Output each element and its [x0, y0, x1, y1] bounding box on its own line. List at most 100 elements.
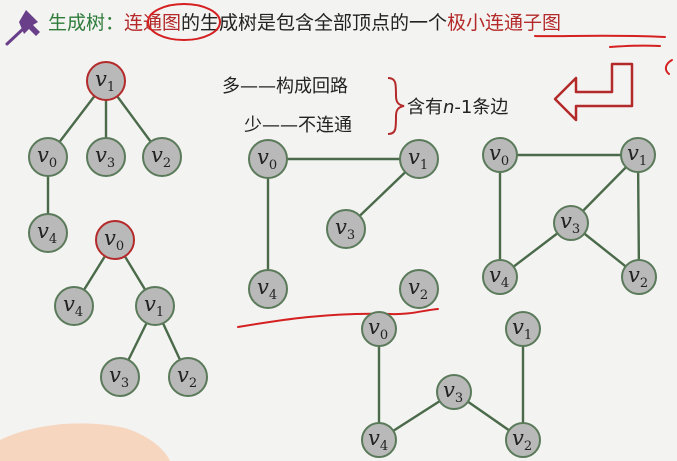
g2-vertex-v4: v4	[54, 286, 94, 326]
vertex-label: v0	[104, 226, 124, 254]
vertex-subscript: 2	[420, 288, 428, 303]
vertex-subscript: 2	[163, 156, 171, 171]
vertex-circle	[553, 205, 589, 241]
note-less: 少——不连通	[244, 115, 352, 136]
vertex-subscript: 0	[501, 154, 509, 169]
vertex-label: v4	[257, 275, 277, 303]
g4-vertex-v4: v4	[482, 259, 518, 295]
vertex-subscript: 0	[49, 156, 57, 171]
vertex-circle	[142, 137, 182, 177]
vertex-label: v0	[37, 143, 57, 171]
g2-vertex-v3: v3	[100, 357, 140, 397]
vertex-circle	[248, 269, 288, 309]
vertex-circle	[86, 137, 126, 177]
vertex-subscript: 3	[455, 391, 463, 406]
heading-prefix: 生成树：	[48, 12, 124, 34]
vertex-label: v0	[489, 141, 509, 169]
vertex-letter: v	[560, 209, 572, 233]
vertex-circle	[248, 139, 288, 179]
g5-vertex-v3: v3	[436, 374, 472, 410]
vertex-letter: v	[37, 143, 49, 167]
vertex-label: v1	[144, 292, 164, 320]
vertex-label: v0	[368, 315, 388, 343]
g2-vertex-v2: v2	[168, 357, 208, 397]
decorative-blob	[0, 423, 170, 461]
vertex-subscript: 3	[347, 228, 355, 243]
g5-vertex-v1: v1	[505, 311, 541, 347]
vertex-subscript: 1	[524, 328, 532, 343]
vertex-label: v4	[63, 292, 83, 320]
vertex-subscript: 4	[380, 439, 388, 454]
vertex-label: v1	[512, 315, 532, 343]
g1-vertex-v2: v2	[142, 137, 182, 177]
vertex-letter: v	[512, 315, 524, 339]
vertex-circle	[54, 286, 94, 326]
g3-vertex-v1: v1	[399, 139, 439, 179]
vertex-circle	[135, 286, 175, 326]
vertex-subscript: 1	[420, 158, 428, 173]
vertex-letter: v	[489, 141, 501, 165]
vertex-circle	[505, 311, 541, 347]
note-edges: 含有n-1条边	[407, 97, 508, 118]
vertex-circle	[168, 357, 208, 397]
vertex-letter: v	[177, 363, 189, 387]
heading-term: 连通图	[124, 12, 181, 34]
vertex-subscript: 1	[639, 154, 647, 169]
g4-vertex-v1: v1	[620, 137, 656, 173]
g1-vertex-v1: v1	[86, 61, 126, 101]
vertex-letter: v	[628, 263, 640, 287]
vertex-subscript: 3	[572, 222, 580, 237]
vertex-circle	[399, 269, 439, 309]
vertex-circle	[95, 220, 135, 260]
g3-vertex-v0: v0	[248, 139, 288, 179]
g5-vertex-v0: v0	[361, 311, 397, 347]
vertex-label: v3	[443, 378, 463, 406]
vertex-letter: v	[443, 378, 455, 402]
vertex-label: v1	[95, 67, 115, 95]
vertex-letter: v	[257, 275, 269, 299]
vertex-subscript: 4	[49, 232, 57, 247]
vertex-label: v2	[512, 426, 532, 454]
vertex-label: v0	[257, 145, 277, 173]
g4-vertex-v0: v0	[482, 137, 518, 173]
vertex-subscript: 4	[501, 276, 509, 291]
vertex-subscript: 2	[640, 276, 648, 291]
g3-vertex-v3: v3	[326, 209, 366, 249]
heading-middle: 的生成树是包含全部顶点的一个	[181, 12, 447, 34]
vertex-label: v3	[109, 363, 129, 391]
vertex-circle	[100, 357, 140, 397]
vertex-circle	[399, 139, 439, 179]
vertex-letter: v	[408, 145, 420, 169]
vertex-label: v4	[489, 263, 509, 291]
heading-line: 生成树：连通图的生成树是包含全部顶点的一个极小连通子图	[48, 12, 561, 34]
vertex-letter: v	[257, 145, 269, 169]
vertex-subscript: 0	[380, 328, 388, 343]
vertex-letter: v	[408, 275, 420, 299]
brace-icon	[387, 77, 405, 135]
note-more: 多——构成回路	[222, 76, 348, 97]
g4-vertex-v2: v2	[621, 259, 657, 295]
g4-vertex-v3: v3	[553, 205, 589, 241]
vertex-label: v2	[408, 275, 428, 303]
g1-vertex-v4: v4	[28, 213, 68, 253]
vertex-letter: v	[335, 215, 347, 239]
heading-highlight: 极小连通子图	[447, 12, 561, 34]
note-edges-prefix: 含有	[407, 97, 443, 118]
vertex-subscript: 4	[75, 305, 83, 320]
vertex-circle	[326, 209, 366, 249]
vertex-subscript: 4	[269, 288, 277, 303]
vertex-label: v1	[408, 145, 428, 173]
vertex-subscript: 3	[121, 376, 129, 391]
ink-scribble	[237, 308, 439, 328]
note-edges-n: n	[443, 97, 454, 118]
g5-vertex-v2: v2	[505, 422, 541, 458]
vertex-subscript: 0	[116, 239, 124, 254]
vertex-label: v1	[627, 141, 647, 169]
vertex-letter: v	[151, 143, 163, 167]
note-edges-suffix: -1条边	[454, 97, 508, 118]
vertex-circle	[28, 137, 68, 177]
g5-vertex-v4: v4	[361, 422, 397, 458]
vertex-label: v3	[335, 215, 355, 243]
